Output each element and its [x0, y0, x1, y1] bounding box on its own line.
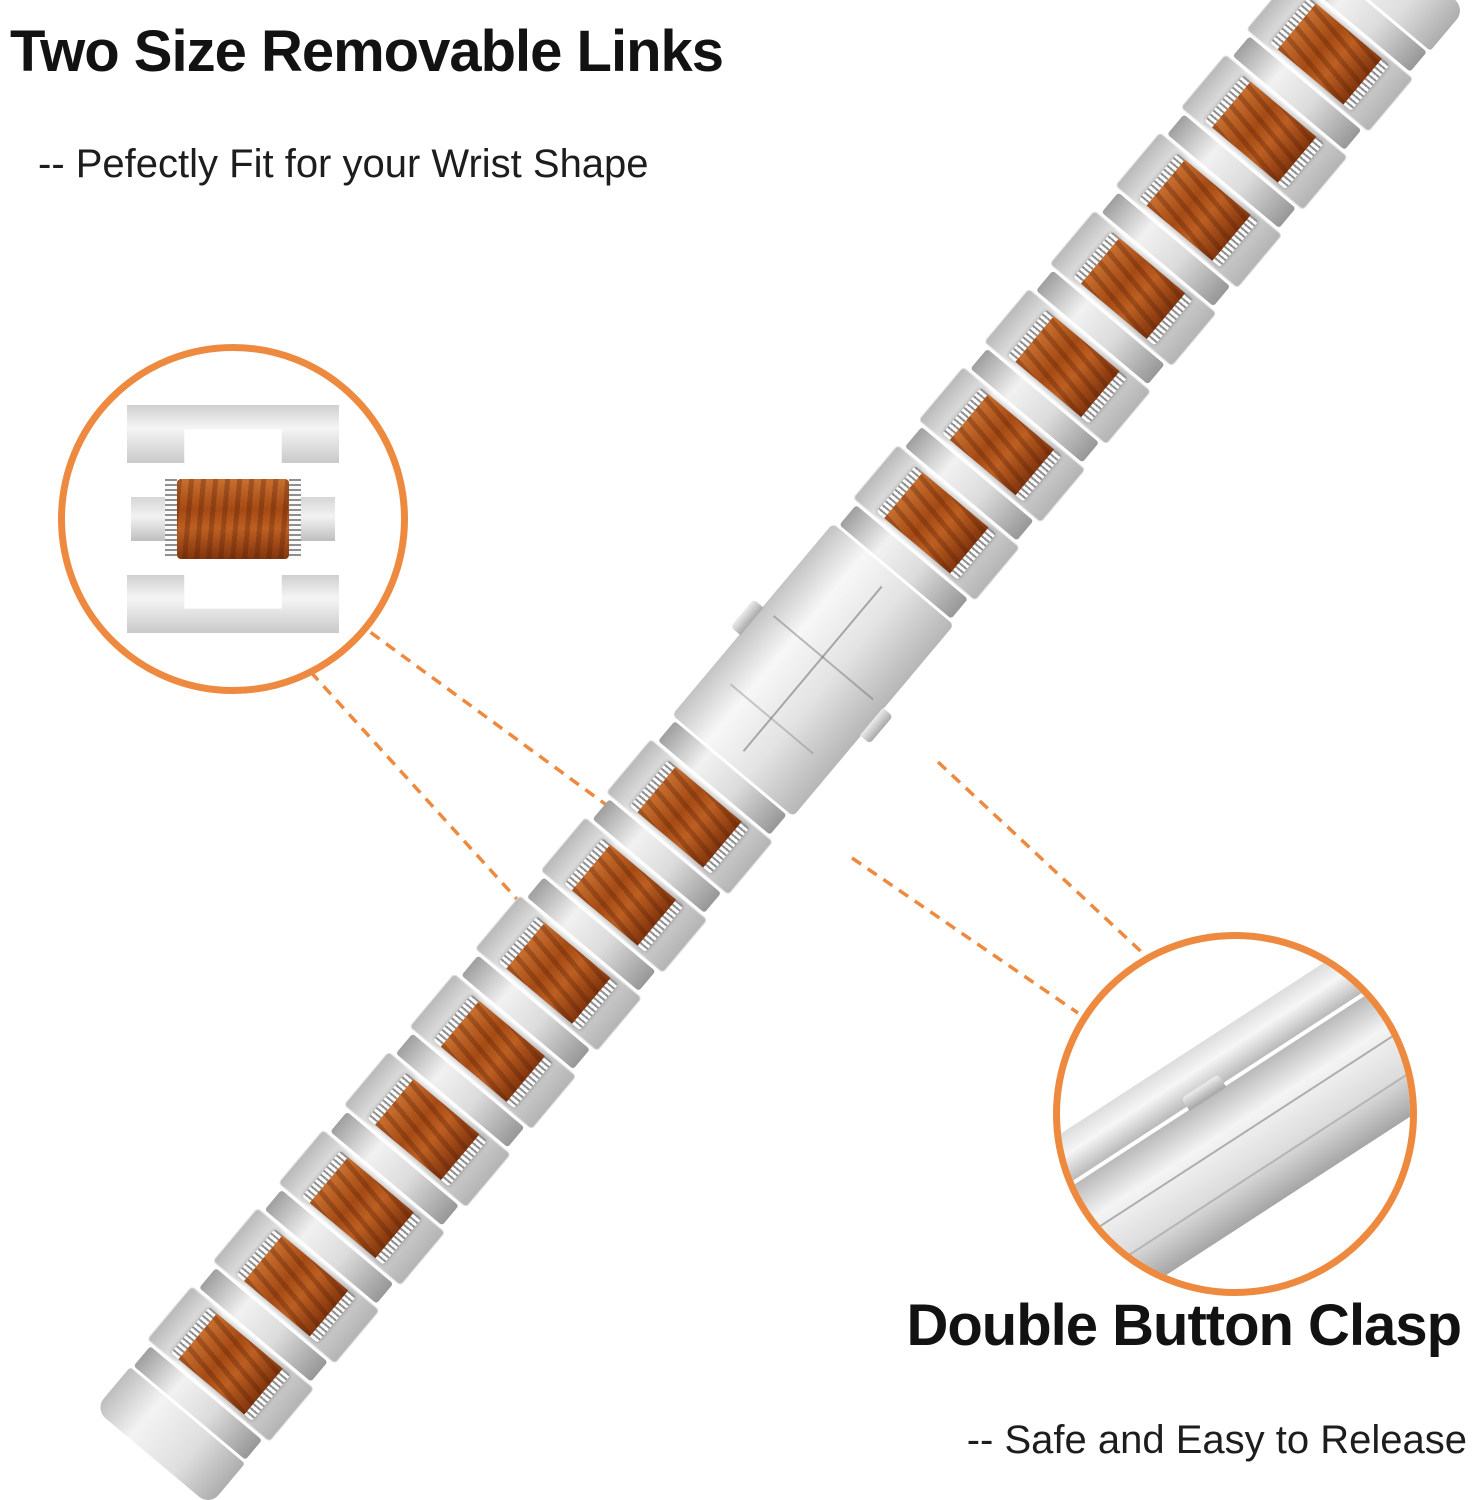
removable-link-exploded-view [127, 405, 339, 633]
link-outer-bracket [127, 405, 339, 463]
bottom-title: Double Button Clasp [906, 1293, 1462, 1358]
link-side-plate [131, 497, 165, 541]
clasp-seam [773, 615, 874, 701]
dashed-line-clasp-2 [936, 760, 1150, 960]
clasp-closeup-group [1060, 945, 1410, 1289]
serration-edge [289, 479, 301, 559]
link-side-plate [301, 497, 335, 541]
top-subtitle: -- Pefectly Fit for your Wrist Shape [38, 142, 649, 186]
serration-edge [165, 479, 177, 559]
top-title: Two Size Removable Links [10, 19, 724, 84]
wood-center [177, 479, 289, 559]
clasp-seam [730, 683, 814, 755]
removable-wood-link [131, 479, 335, 559]
clasp-seam [1060, 1047, 1410, 1289]
dashed-line-clasp-1 [851, 856, 1079, 1015]
link-outer-bracket [127, 575, 339, 633]
clasp-callout [1053, 932, 1417, 1296]
bottom-subtitle: -- Safe and Easy to Release [966, 1418, 1467, 1462]
double-button-clasp-closeup [1060, 939, 1410, 1289]
clasp-seam [742, 586, 883, 753]
removable-link-callout [58, 344, 408, 694]
